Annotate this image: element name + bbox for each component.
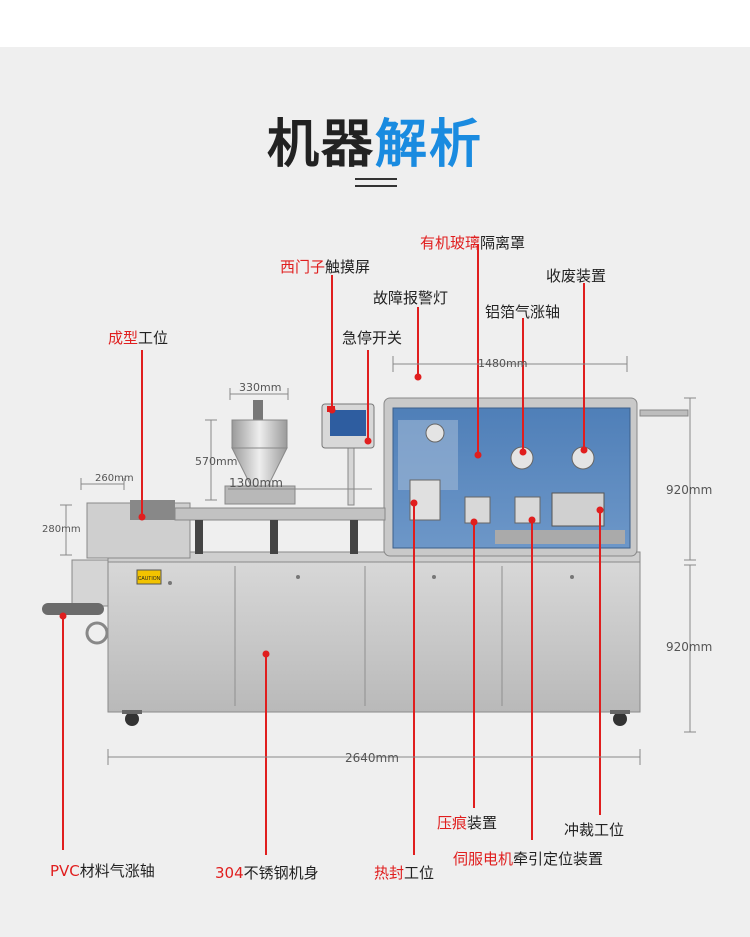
label-foil-shaft: 铝箔气涨轴 <box>485 303 561 321</box>
dim-1480: 1480mm <box>478 357 528 370</box>
caution-text: CAUTION <box>138 576 161 582</box>
wheel-right <box>613 712 627 726</box>
title-divider-bottom <box>355 185 397 187</box>
dim-920-top: 920mm <box>666 483 713 497</box>
dim-1300: 1300mm <box>229 476 283 490</box>
title-divider-top <box>355 178 397 180</box>
caution-sticker <box>136 569 162 585</box>
label-touchscreen: 西门子触摸屏 <box>280 258 371 276</box>
label-emergency-stop: 急停开关 <box>342 329 403 347</box>
dim-920-bottom: 920mm <box>666 640 713 654</box>
title-part-dark: 机器 <box>266 115 375 175</box>
label-plexiglass-cover: 有机玻璃隔离罩 <box>420 234 526 252</box>
pvc-roll-shaft <box>42 603 104 615</box>
label-heat-seal-station: 热封工位 <box>374 864 435 882</box>
machine-cabinet <box>107 559 641 713</box>
dim-280: 280mm <box>42 524 81 535</box>
label-waste-collector: 收废装置 <box>546 267 607 285</box>
label-stainless-body: 304不锈钢机身 <box>215 864 319 882</box>
label-servo-traction: 伺服电机牵引定位装置 <box>453 850 604 868</box>
dim-260: 260mm <box>95 473 134 484</box>
label-forming-station: 成型工位 <box>108 329 169 347</box>
page-title: 机器解析 <box>0 102 750 177</box>
dim-330: 330mm <box>239 381 282 394</box>
label-alarm-light: 故障报警灯 <box>373 289 449 307</box>
label-pvc-shaft: PVC材料气涨轴 <box>50 862 155 880</box>
dim-2640: 2640mm <box>345 751 399 765</box>
wheel-left <box>125 712 139 726</box>
title-part-blue: 解析 <box>375 115 484 175</box>
dim-570: 570mm <box>195 455 238 468</box>
label-indent-device: 压痕装置 <box>437 814 498 832</box>
label-punch-station: 冲裁工位 <box>564 821 625 839</box>
